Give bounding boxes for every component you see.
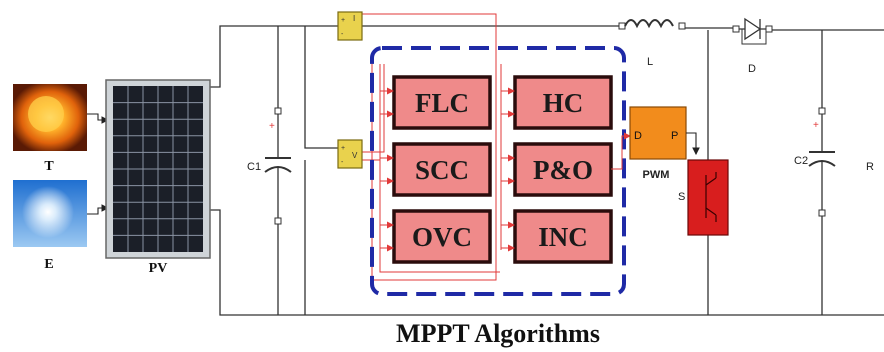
voltage-sensor: + - V — [337, 139, 363, 169]
algorithm-block-po: P&O — [513, 142, 613, 197]
svg-text:-: - — [341, 159, 344, 166]
algorithm-block-flc: FLC — [392, 75, 492, 130]
capacitor-c1: + C1 — [247, 107, 292, 225]
hc-label: HC — [543, 88, 584, 118]
inc-label: INC — [538, 222, 588, 252]
current-sensor-label: I — [353, 14, 355, 23]
ovc-label: OVC — [412, 222, 472, 252]
inductor-l: L — [618, 19, 686, 68]
inductor-label: L — [647, 56, 653, 68]
voltage-sensor-label: V — [352, 151, 358, 160]
sunlight-icon — [22, 186, 74, 238]
input-arrows — [87, 113, 110, 215]
sun-icon — [28, 96, 64, 132]
capacitor-c2: + C2 — [794, 107, 836, 217]
pwm-out-port: P — [671, 130, 678, 142]
pwm-block: D P PWM — [629, 106, 687, 181]
pv-label: PV — [149, 261, 168, 276]
svg-text:-: - — [341, 31, 344, 38]
gate-signal-wire — [686, 132, 700, 156]
algorithm-block-ovc: OVC — [392, 209, 492, 264]
c2-plus-sign: + — [813, 120, 819, 131]
c2-label: C2 — [794, 155, 808, 167]
scc-label: SCC — [415, 155, 469, 185]
c1-plus-sign: + — [269, 121, 275, 132]
irradiance-label: E — [44, 257, 53, 272]
svg-text:+: + — [341, 145, 345, 152]
pwm-in-port: D — [634, 130, 642, 142]
switch-s: S — [678, 159, 729, 236]
duty-signal-wire — [611, 132, 631, 170]
pv-panel: PV — [105, 79, 211, 276]
current-sensor: + - I — [337, 11, 363, 41]
circuit-wiring — [210, 25, 884, 316]
flc-label: FLC — [415, 88, 469, 118]
algorithm-blocks: FLC HC SCC P&O OVC INC — [392, 75, 613, 264]
switch-label: S — [678, 191, 685, 203]
temperature-label: T — [44, 159, 54, 174]
block-input-arrows — [379, 64, 515, 252]
diagram-caption: MPPT Algorithms — [396, 319, 600, 348]
diode-d: D — [732, 17, 773, 75]
c1-label: C1 — [247, 161, 261, 173]
irradiance-input: E — [13, 180, 87, 272]
algorithm-block-scc: SCC — [392, 142, 492, 197]
svg-text:+: + — [341, 17, 345, 24]
algorithm-block-hc: HC — [513, 75, 613, 130]
diode-label: D — [748, 63, 756, 75]
load-label: R — [866, 161, 874, 173]
algorithm-block-inc: INC — [513, 209, 613, 264]
pwm-label: PWM — [643, 169, 670, 181]
temperature-input: T — [13, 84, 87, 174]
po-label: P&O — [533, 155, 593, 185]
mppt-frame — [370, 46, 626, 296]
